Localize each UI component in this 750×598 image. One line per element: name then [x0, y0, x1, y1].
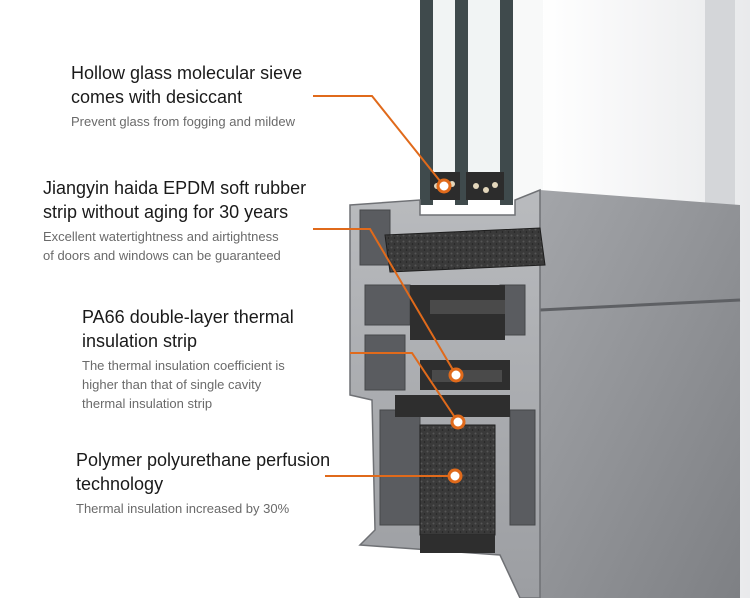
callout-title: PA66 double-layer thermal insulation str… — [82, 307, 294, 351]
marker-dot-3 — [450, 414, 466, 430]
marker-dot-2 — [448, 367, 464, 383]
callout-description: Prevent glass from fogging and mildew — [71, 114, 296, 129]
leader-line-2 — [313, 228, 457, 376]
callout-polyurethane: Polymer polyurethane perfusion technolog… — [76, 448, 330, 518]
profile-chambers — [359, 209, 536, 526]
marker-dot-4 — [447, 468, 463, 484]
pa66-thermal-strip — [395, 285, 510, 417]
glass-panes — [420, 0, 543, 205]
callout-description: Excellent watertightness and airtightnes… — [43, 229, 281, 263]
callout-description: Thermal insulation increased by 30% — [76, 501, 290, 516]
callout-title: Hollow glass molecular sieve comes with … — [71, 63, 303, 107]
marker-dots — [436, 178, 466, 484]
callout-molecular-sieve: Hollow glass molecular sieve comes with … — [71, 61, 302, 131]
epdm-strip — [384, 227, 546, 273]
leader-lines — [313, 95, 459, 477]
profile-side-face — [540, 190, 740, 598]
callout-title: Jiangyin haida EPDM soft rubber strip wi… — [43, 178, 307, 222]
callout-title: Polymer polyurethane perfusion technolog… — [76, 450, 331, 494]
callout-pa66-strip: PA66 double-layer thermal insulation str… — [82, 305, 294, 413]
lower-thermal-strip — [420, 535, 495, 553]
callout-epdm-strip: Jiangyin haida EPDM soft rubber strip wi… — [43, 176, 306, 265]
leader-line-1 — [313, 95, 445, 187]
leader-line-3 — [350, 352, 459, 423]
callout-description: The thermal insulation coefficient is hi… — [82, 358, 285, 411]
marker-dot-1 — [436, 178, 452, 194]
